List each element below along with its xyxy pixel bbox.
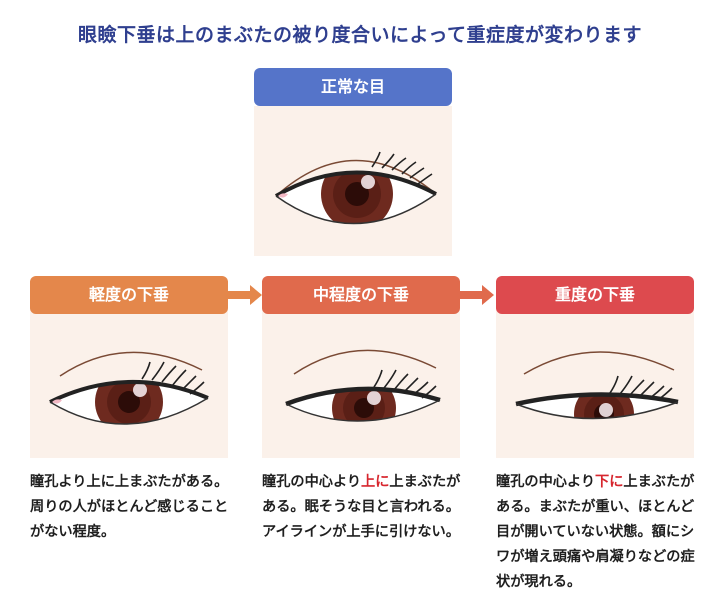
moderate-eye-icon (285, 349, 441, 422)
arrow-right-icon (228, 285, 262, 305)
severe-description-highlight: 下に (595, 474, 624, 490)
severe-label: 重度の下垂 (496, 276, 694, 314)
severe-description: 瞳孔の中心より下に上まぶたがある。まぶたが重い、ほとんど目が開いていない状態。額… (496, 470, 701, 595)
page-title: 眼瞼下垂は上のまぶたの被り度合いによって重症度が変わります (78, 24, 642, 46)
mild-eye-icon (49, 351, 209, 425)
moderate-description-pre: 瞳孔の中心より (262, 474, 362, 490)
moderate-description-highlight: 上に (361, 474, 390, 490)
severe-eye-icon (515, 351, 679, 420)
normal-eye-label: 正常な目 (254, 68, 452, 106)
severe-description-post: 上まぶたがある。まぶたが重い、ほとんど目が開いていない状態。額にシワが増え頭痛や… (496, 474, 695, 590)
moderate-description: 瞳孔の中心より上に上まぶたがある。眠そうな目と言われる。アイラインが上手に引けな… (262, 470, 467, 545)
moderate-description-post: 上まぶたがある。眠そうな目と言われる。アイラインが上手に引けない。 (262, 474, 461, 540)
arrow-right-icon (460, 285, 494, 305)
mild-label: 軽度の下垂 (30, 276, 228, 314)
severe-description-pre: 瞳孔の中心より (496, 474, 596, 490)
moderate-label: 中程度の下垂 (262, 276, 460, 314)
normal-eye-icon (274, 151, 437, 225)
mild-description: 瞳孔より上に上まぶたがある。周りの人がほとんど感じることがない程度。 (30, 474, 229, 540)
severe-eye-panel (496, 308, 694, 458)
